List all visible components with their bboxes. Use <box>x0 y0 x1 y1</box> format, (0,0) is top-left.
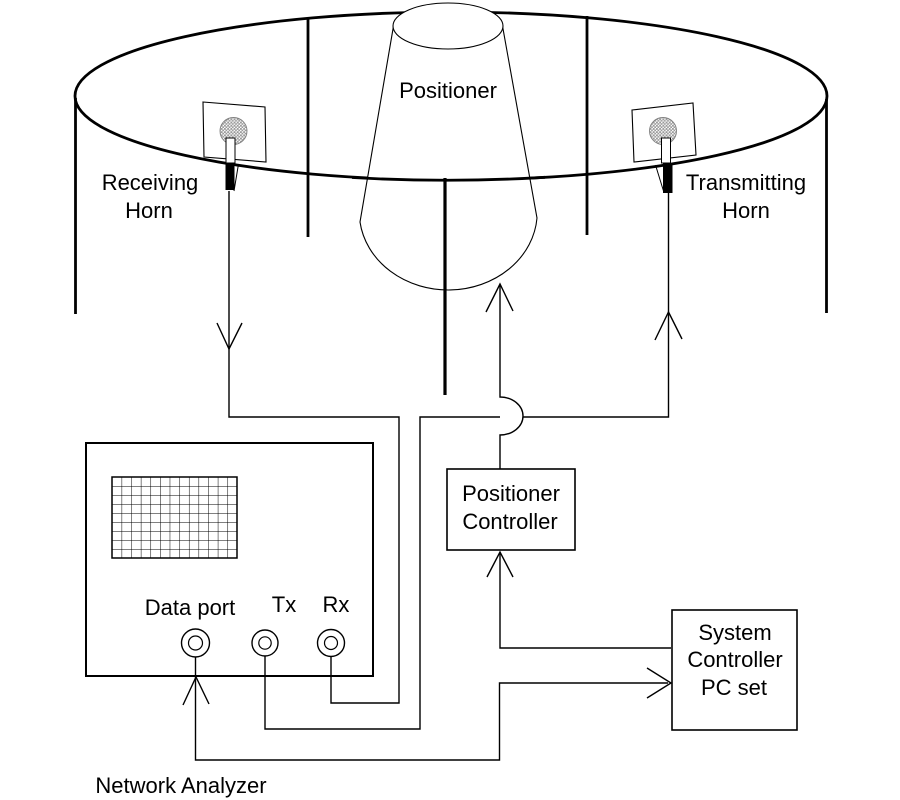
arrow-up-to-transmitting-horn <box>654 310 683 341</box>
network-analyzer-caption: Network Analyzer <box>95 773 266 798</box>
na-screen-grid <box>111 476 238 559</box>
na-tx-port-label: Tx <box>272 592 296 617</box>
positioner-controller-box <box>446 468 576 551</box>
arrow-down-into-rx-path <box>216 322 243 351</box>
transmitting-horn-waveguide <box>661 137 671 164</box>
wires <box>194 191 671 761</box>
system-controller-box <box>671 609 798 731</box>
positioner-top-ellipse <box>392 2 504 50</box>
labels: Positioner Receiving Horn Transmitting H… <box>95 78 806 798</box>
positioner-cone-body <box>359 25 538 291</box>
chamber-rim-front-arc <box>351 175 546 182</box>
wire-controller-to-positioner <box>499 285 524 469</box>
positioner-controller-box-group <box>446 468 576 551</box>
wire-data-to-system <box>194 657 668 761</box>
receiving-horn-flare-line <box>233 163 239 192</box>
positioner-controller-label-line2: Controller <box>462 509 557 534</box>
arrow-up-to-positioner-controller <box>486 550 514 578</box>
receiving-horn-label-line2: Horn <box>125 198 173 223</box>
system-controller-label-line3: PC set <box>701 675 767 700</box>
na-tx-port-connector <box>251 629 279 657</box>
system-controller-label-line2: Controller <box>687 647 782 672</box>
na-data-port-label: Data port <box>145 595 236 620</box>
receiving-horn <box>202 101 267 192</box>
na-data-port-connector <box>180 628 211 658</box>
transmitting-horn-flare-line <box>655 164 664 192</box>
system-controller-label-line1: System <box>698 620 771 645</box>
transmitting-horn-label-line1: Transmitting <box>686 170 806 195</box>
network-analyzer <box>85 442 374 677</box>
receiving-horn-waveguide <box>225 137 236 164</box>
arrow-up-to-positioner <box>485 282 514 313</box>
arrowheads <box>182 282 683 706</box>
wire-receiving-to-rx <box>228 191 400 704</box>
na-rx-port-label: Rx <box>323 592 350 617</box>
system-controller-box-group <box>671 609 798 731</box>
wire-tx-to-transmitting <box>522 192 670 418</box>
positioner-label: Positioner <box>399 78 497 103</box>
na-rx-port-connector <box>316 628 346 658</box>
receiving-horn-label-line1: Receiving <box>102 170 199 195</box>
receiving-horn-feed <box>225 163 235 190</box>
transmitting-horn <box>631 102 697 193</box>
wire-tx-riser <box>264 416 500 730</box>
positioner-controller-label-line1: Positioner <box>462 481 560 506</box>
network-analyzer-box <box>85 442 374 677</box>
positioner <box>351 2 546 395</box>
arrow-right-to-system-controller <box>646 667 673 699</box>
transmitting-horn-feed <box>663 163 673 193</box>
wire-system-to-controller <box>499 553 671 649</box>
transmitting-horn-label-line2: Horn <box>722 198 770 223</box>
